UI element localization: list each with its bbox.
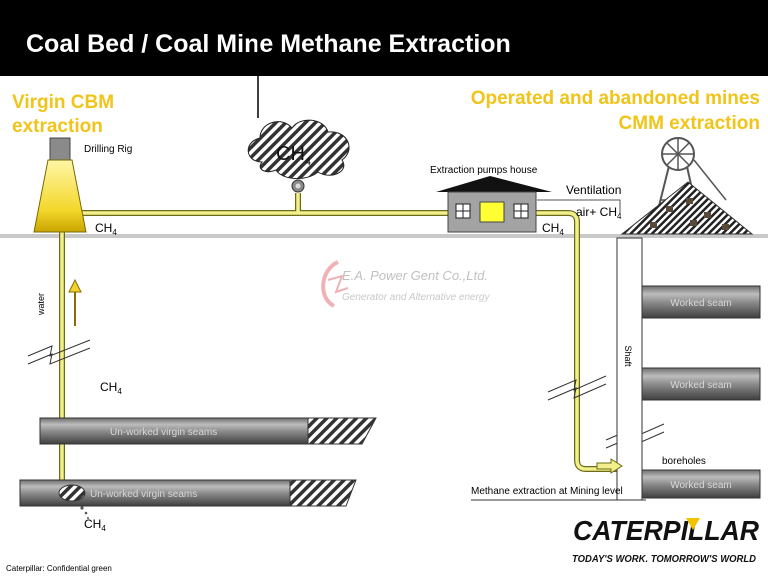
left-title-line1: Virgin CBM [12, 92, 114, 113]
ch4-label-bottom: CH4 [84, 517, 106, 533]
caterpillar-brand: CATERPILLAR [573, 515, 760, 546]
caterpillar-logo: CATERPILLAR TODAY'S WORK. TOMORROW'S WOR… [572, 515, 760, 565]
boreholes-label: boreholes [662, 456, 706, 467]
worked-seam-3-label: Worked seam [670, 480, 732, 491]
unworked-seam-1 [39, 417, 377, 445]
footer-text: Caterpillar: Confidential green [6, 564, 112, 573]
page-title: Coal Bed / Coal Mine Methane Extraction [26, 30, 511, 58]
ch4-label-rig: CH4 [95, 221, 117, 237]
methane-extraction-label: Methane extraction at Mining level [471, 486, 623, 497]
boreholes-arrow-icon [596, 458, 623, 474]
ventilation-duct [537, 199, 621, 214]
caterpillar-tagline: TODAY'S WORK. TOMORROW'S WORLD [572, 554, 756, 565]
water-label: water [36, 293, 46, 316]
ch4-label-pump: CH4 [542, 221, 564, 237]
water-up-arrow-icon [68, 278, 82, 326]
shaft-label: Shaft [623, 345, 633, 367]
pump-house-icon [436, 176, 552, 233]
caterpillar-triangle-icon [686, 518, 700, 530]
worked-seam-2 [641, 367, 761, 401]
ch4-label-seam: CH4 [100, 380, 122, 396]
unworked-seam-2-label: Un-worked virgin seams [90, 489, 197, 500]
drilling-rig [33, 137, 87, 233]
unworked-seam-1-label: Un-worked virgin seams [110, 427, 217, 438]
left-title-line2: extraction [12, 116, 103, 137]
worked-seam-2-label: Worked seam [670, 380, 732, 391]
worked-seam-1 [641, 285, 761, 319]
pump-house-label: Extraction pumps house [430, 165, 538, 176]
ventilation-label: Ventilation [566, 183, 621, 197]
unworked-seam-2 [19, 479, 357, 507]
watermark-tagline: Generator and Alternative energy [342, 292, 490, 303]
ch4-cloud-label: CH4 [276, 143, 311, 168]
methane-cloud [247, 0, 350, 193]
ground-line [0, 234, 768, 238]
watermark-logo [321, 260, 349, 308]
worked-seam-1-label: Worked seam [670, 298, 732, 309]
coal-blocks [650, 198, 729, 230]
right-title-line2: CMM extraction [619, 113, 760, 134]
header-bar [0, 0, 768, 76]
borehole-end [58, 484, 86, 502]
air-ch4-label: air+ CH4 [576, 205, 622, 221]
mine-shaft [616, 237, 643, 501]
worked-seam-3 [641, 469, 761, 499]
right-title-line1: Operated and abandoned mines [471, 88, 760, 109]
drilling-rig-label: Drilling Rig [84, 144, 132, 155]
coal-pile [620, 181, 754, 235]
watermark-company: E.A. Power Gent Co.,Ltd. [342, 268, 488, 283]
gas-bubbles [80, 506, 89, 519]
